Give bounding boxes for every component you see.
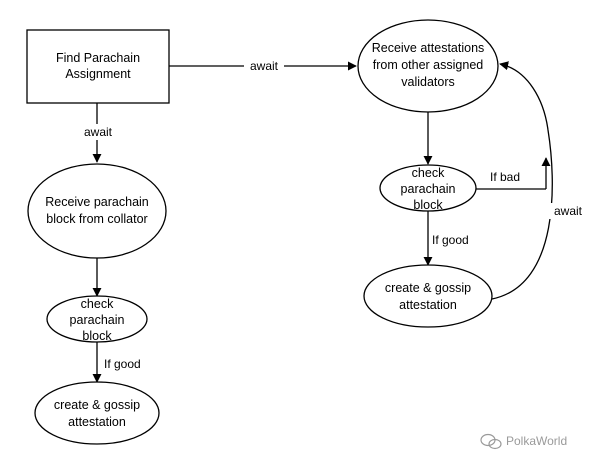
await-top-label-bg [244,58,284,74]
edge-label-if-good-left: If good [104,357,141,371]
wechat-icon [480,433,502,450]
node-text-line: block from collator [46,212,147,226]
node-text-line: attestation [68,415,126,429]
node-text-line: from other assigned [373,58,484,72]
node-text-line: Assignment [65,67,131,81]
node-text-line: block [413,198,443,212]
node-text-line: Find Parachain [56,51,140,65]
node-text-line: attestation [399,298,457,312]
edge-label-await-top: await [250,59,279,73]
node-check-parachain-block-left: check parachain block [46,295,148,343]
node-receive-attestations: Receive attestations from other assigned… [357,19,499,113]
node-text-line: parachain [70,313,125,327]
node-text-line: create & gossip [385,281,471,295]
edge-label-await-left: await [84,125,113,139]
node-create-gossip-attestation-left: create & gossip attestation [34,381,160,445]
node-text-line: Receive attestations [372,41,485,55]
node-receive-parachain-block: Receive parachain block from collator [27,163,167,259]
node-text-line: check [412,166,445,180]
node-find-parachain-assignment: Find Parachain Assignment [26,29,170,104]
edge-create-right-loop-back [491,61,553,300]
node-text-line: validators [401,75,455,89]
watermark-text: PolkaWorld [506,434,567,448]
node-create-gossip-attestation-right: create & gossip attestation [363,264,493,328]
node-text-line: Receive parachain [45,195,149,209]
node-text-line: create & gossip [54,398,140,412]
await-right-label-bg [548,203,588,219]
node-text-line: check [81,297,114,311]
edge-label-await-right: await [554,204,583,218]
node-check-parachain-block-right: check parachain block [379,164,477,212]
edge-label-if-bad-right: If bad [490,170,520,184]
node-text-line: block [82,329,112,343]
watermark: PolkaWorld [480,433,567,450]
node-text-line: parachain [401,182,456,196]
await-left-label-bg [78,124,118,140]
edge-label-if-good-right: If good [432,233,469,247]
